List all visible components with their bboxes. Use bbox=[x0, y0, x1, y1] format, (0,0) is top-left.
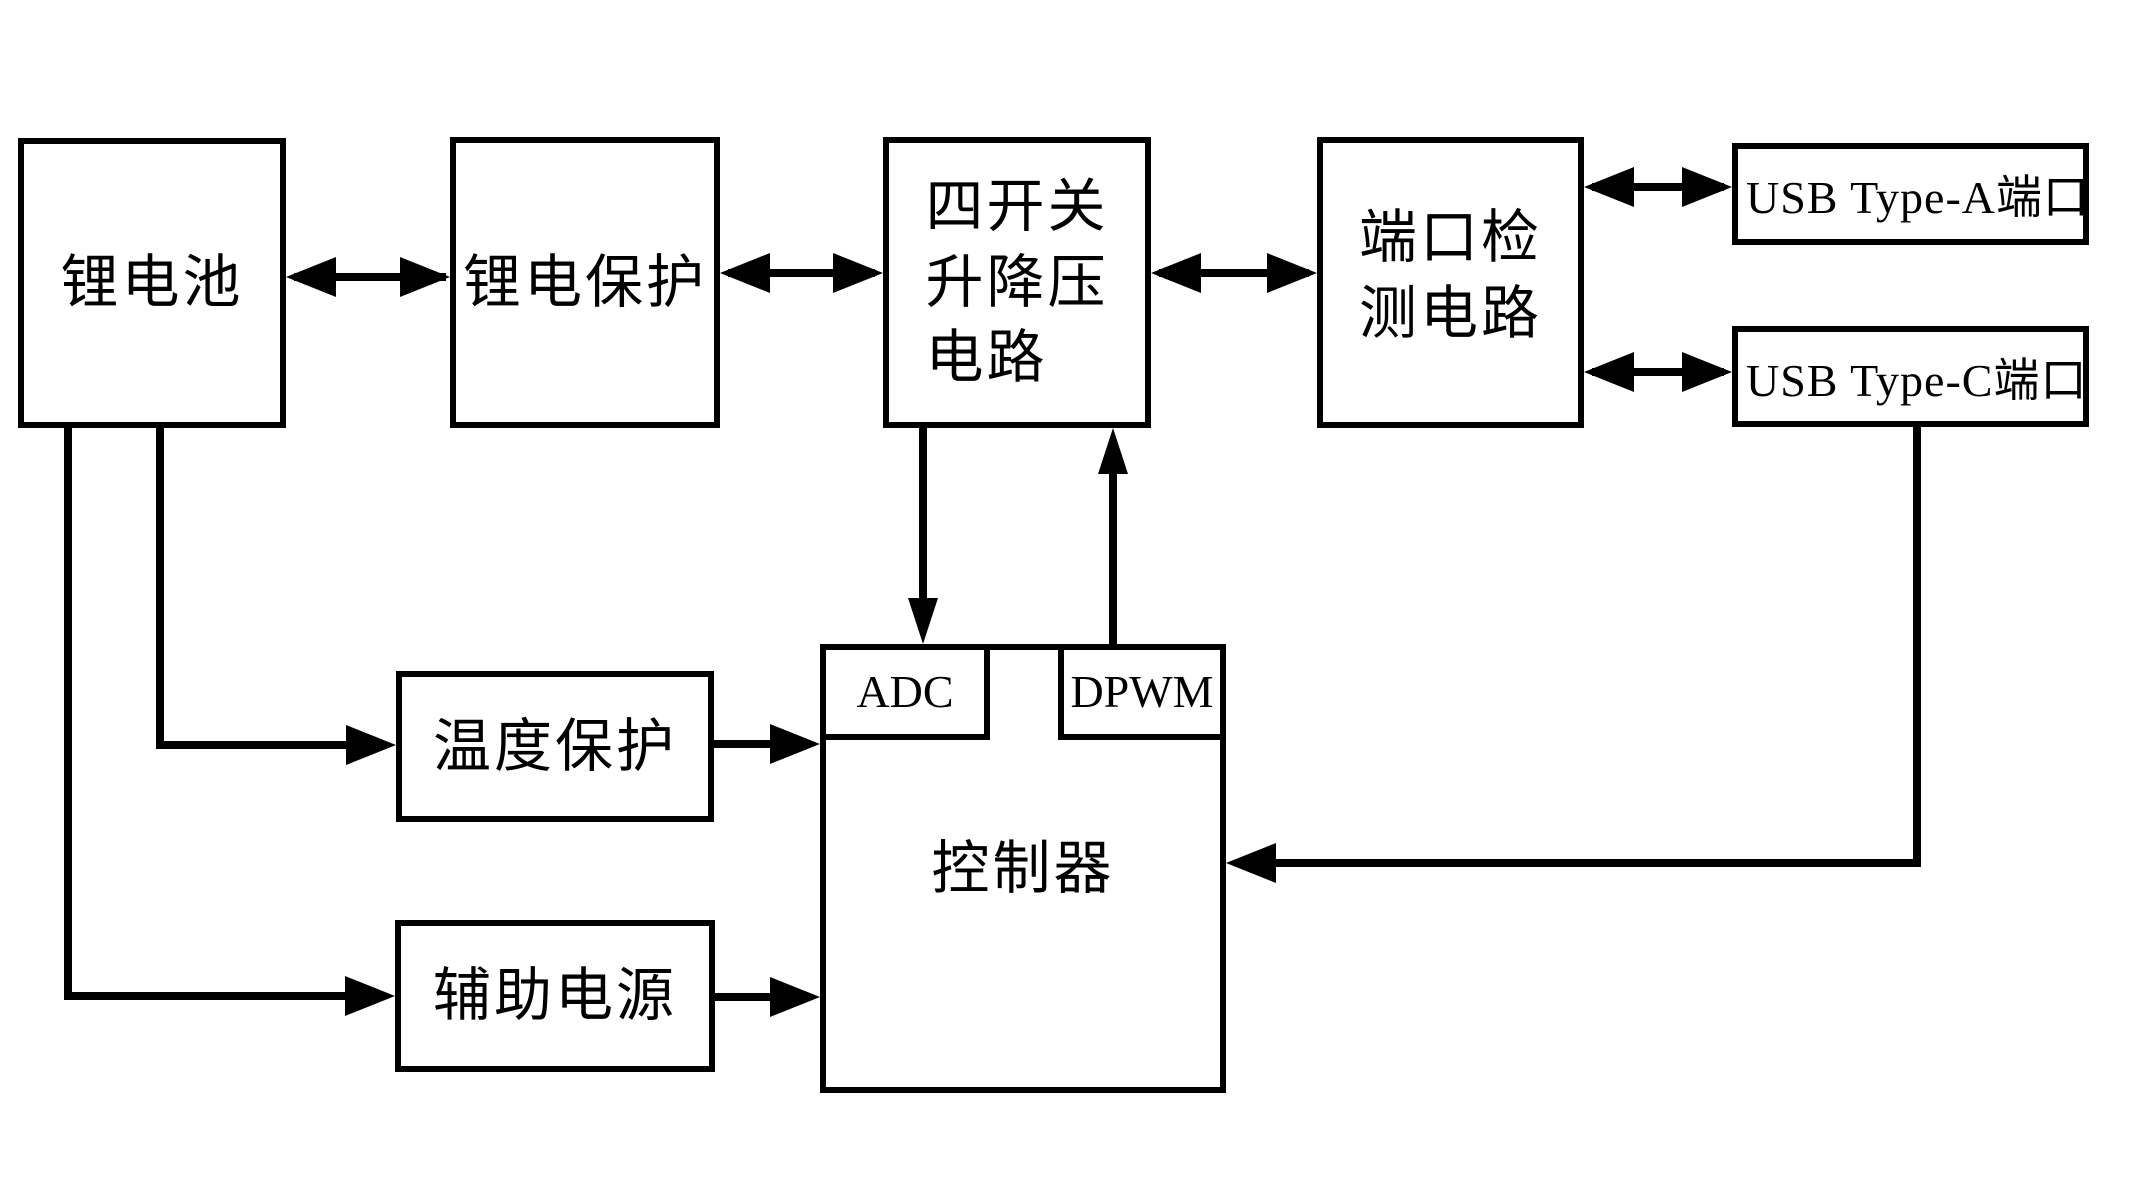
connector-battery-temp-vertical bbox=[156, 426, 164, 749]
arrowhead-right-aux-controller bbox=[770, 977, 820, 1017]
aux-power-label: 辅助电源 bbox=[432, 963, 677, 1029]
arrowhead-left-battery-protection bbox=[286, 257, 336, 297]
port-detection-box: 端口检 测电路 bbox=[1317, 137, 1584, 428]
port-detection-label-line1: 端口检 bbox=[1358, 205, 1542, 271]
connector-battery-protection-shaft bbox=[294, 273, 446, 281]
adc-box: ADC bbox=[820, 644, 990, 740]
connector-temp-controller-shaft bbox=[714, 740, 774, 748]
battery-box: 锂电池 bbox=[18, 138, 286, 428]
arrowhead-left-portdetect-usba bbox=[1584, 167, 1634, 207]
arrowhead-right-portdetect-usbc bbox=[1682, 352, 1732, 392]
usb-type-a-box: USB Type-A端口 bbox=[1732, 143, 2089, 245]
arrowhead-left-usbc-controller bbox=[1226, 843, 1276, 883]
connector-usbc-controller-vertical bbox=[1913, 425, 1921, 867]
connector-portdetect-usbc-shaft bbox=[1592, 368, 1724, 376]
port-detection-label-line2: 测电路 bbox=[1358, 280, 1542, 346]
battery-protection-label: 锂电保护 bbox=[462, 249, 707, 315]
battery-label: 锂电池 bbox=[60, 250, 244, 316]
arrowhead-down-buckboost-adc bbox=[908, 598, 938, 644]
temp-protection-label: 温度保护 bbox=[432, 713, 677, 779]
arrowhead-right-battery-aux bbox=[345, 976, 395, 1016]
connector-battery-temp-horizontal bbox=[156, 741, 352, 749]
connector-portdetect-usba-shaft bbox=[1592, 183, 1724, 191]
connector-usbc-controller-horizontal bbox=[1272, 859, 1921, 867]
temp-protection-box: 温度保护 bbox=[396, 671, 714, 822]
connector-aux-controller-shaft bbox=[715, 993, 774, 1001]
connector-protection-buckboost-shaft bbox=[728, 269, 875, 277]
adc-label: ADC bbox=[856, 665, 954, 717]
controller-label: 控制器 bbox=[931, 835, 1115, 901]
connector-dpwm-buckboost-shaft bbox=[1109, 470, 1117, 644]
connector-battery-aux-horizontal bbox=[64, 992, 351, 1000]
dpwm-box: DPWM bbox=[1058, 644, 1226, 740]
arrowhead-left-protection-buckboost bbox=[720, 253, 770, 293]
port-detection-label: 端口检 测电路 bbox=[1359, 200, 1542, 365]
aux-power-box: 辅助电源 bbox=[395, 920, 715, 1072]
usb-type-c-box: USB Type-C端口 bbox=[1732, 326, 2089, 427]
arrowhead-up-dpwm-buckboost bbox=[1098, 428, 1128, 474]
usb-type-c-label: USB Type-C端口 bbox=[1746, 354, 2088, 406]
arrowhead-right-portdetect-usba bbox=[1682, 167, 1732, 207]
arrowhead-right-battery-temp bbox=[346, 725, 396, 765]
buck-boost-box: 四开关 升降压 电路 bbox=[883, 137, 1151, 428]
arrowhead-left-buckboost-portdetect bbox=[1151, 253, 1201, 293]
arrowhead-right-battery-protection bbox=[400, 257, 450, 297]
arrowhead-right-temp-controller bbox=[770, 724, 820, 764]
dpwm-label: DPWM bbox=[1070, 665, 1214, 717]
buck-boost-label-line2: 升降压 bbox=[925, 249, 1109, 315]
battery-protection-box: 锂电保护 bbox=[450, 137, 720, 428]
arrowhead-right-buckboost-portdetect bbox=[1267, 253, 1317, 293]
buck-boost-label-line3: 电路 bbox=[925, 325, 1048, 391]
arrowhead-left-portdetect-usbc bbox=[1584, 352, 1634, 392]
buck-boost-label: 四开关 升降压 电路 bbox=[925, 169, 1108, 395]
connector-buckboost-adc-shaft bbox=[919, 426, 927, 602]
connector-buckboost-portdetect-shaft bbox=[1159, 269, 1309, 277]
buck-boost-label-line1: 四开关 bbox=[925, 174, 1109, 240]
usb-type-a-label: USB Type-A端口 bbox=[1746, 172, 2090, 223]
connector-battery-aux-vertical bbox=[64, 426, 72, 1000]
arrowhead-right-protection-buckboost bbox=[833, 253, 883, 293]
